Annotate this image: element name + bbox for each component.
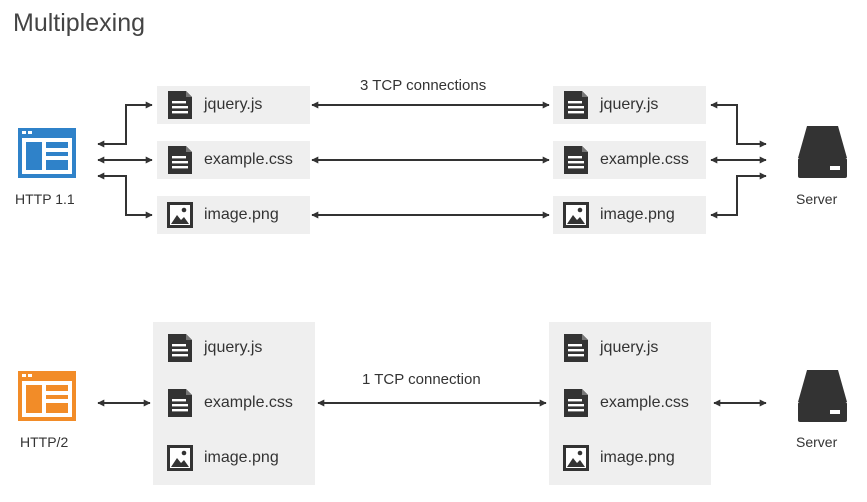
- file-name: image.png: [600, 449, 675, 466]
- file-name: example.css: [600, 151, 689, 168]
- http2-client-file-image: image.png: [157, 439, 279, 477]
- http11-server-label: Server: [796, 191, 838, 207]
- http11-server-file-image: image.png: [553, 196, 706, 234]
- browser-window-icon: [18, 371, 76, 421]
- http2-connection-label: 1 TCP connection: [362, 371, 481, 388]
- page-title: Multiplexing: [13, 9, 146, 37]
- http2-client-label: HTTP/2: [20, 434, 69, 450]
- http2-server-label: Server: [796, 434, 838, 450]
- http11-client-file-css: example.css: [157, 141, 310, 179]
- file-name: example.css: [204, 151, 293, 168]
- file-name: jquery.js: [204, 339, 263, 356]
- server-icon: [798, 370, 847, 422]
- file-name: image.png: [204, 449, 279, 466]
- http2-server-file-image: image.png: [553, 439, 675, 477]
- server-icon: [798, 126, 847, 178]
- arrow-server-jquery: [710, 101, 767, 148]
- file-name: jquery.js: [600, 96, 659, 113]
- http11-client-file-image: image.png: [157, 196, 310, 234]
- arrow-client-jquery: [97, 101, 153, 148]
- http11-connection-label: 3 TCP connections: [360, 77, 487, 94]
- file-name: image.png: [204, 206, 279, 223]
- http2-client-file-jquery: jquery.js: [157, 329, 262, 367]
- browser-window-icon: [18, 128, 76, 178]
- arrow-client-image: [97, 172, 153, 219]
- file-name: jquery.js: [600, 339, 659, 356]
- file-name: jquery.js: [204, 96, 263, 113]
- http2-client-file-css: example.css: [157, 384, 293, 422]
- http11-server-file-jquery: jquery.js: [553, 86, 706, 124]
- arrow-server-image: [710, 172, 767, 219]
- http2-server-file-css: example.css: [553, 384, 689, 422]
- file-name: image.png: [600, 206, 675, 223]
- http11-client-label: HTTP 1.1: [15, 191, 75, 207]
- file-name: example.css: [600, 394, 689, 411]
- http11-server-file-css: example.css: [553, 141, 706, 179]
- http2-server-file-jquery: jquery.js: [553, 329, 658, 367]
- file-name: example.css: [204, 394, 293, 411]
- http11-client-file-jquery: jquery.js: [157, 86, 310, 124]
